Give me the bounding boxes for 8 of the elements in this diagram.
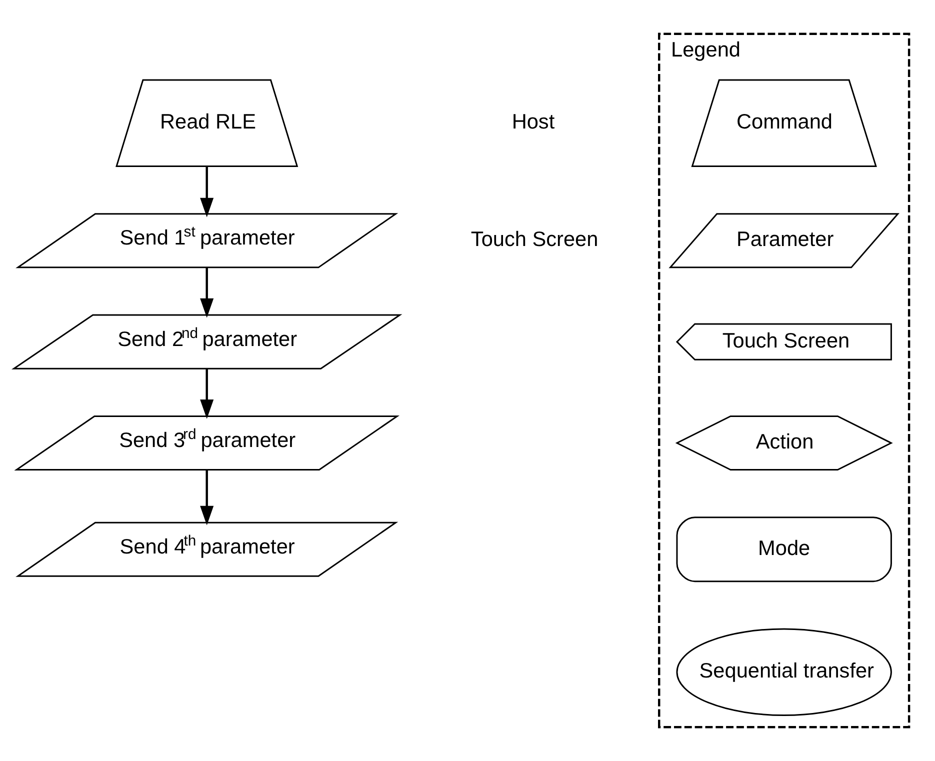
arrow — [200, 470, 214, 526]
node-box: Mode — [676, 516, 892, 582]
label: Host — [512, 110, 555, 134]
arrow — [200, 268, 214, 318]
label: Touch Screen — [470, 228, 598, 252]
arrow — [200, 166, 214, 218]
arrow — [200, 369, 214, 419]
node-ellipse: Sequential transfer — [676, 628, 892, 716]
